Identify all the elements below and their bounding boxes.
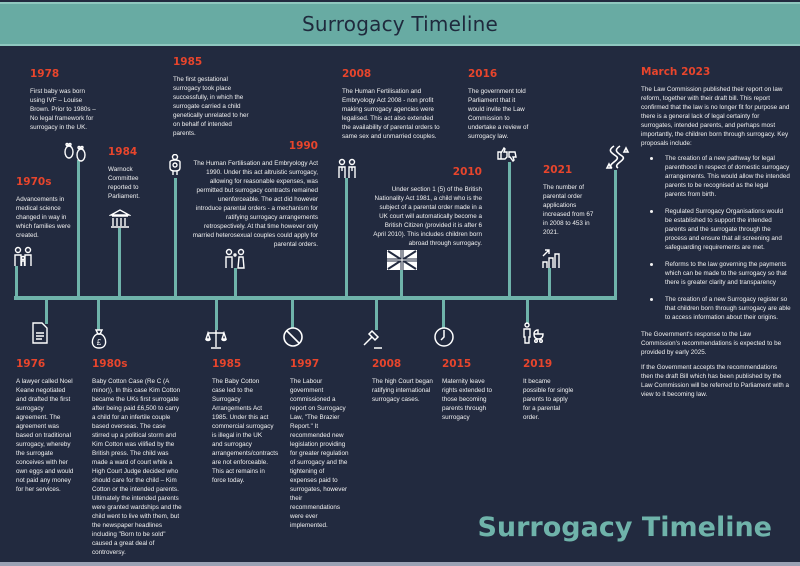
event-1978: 1978 First baby was born using IVF – Lou… — [30, 68, 100, 132]
footprints-icon — [62, 142, 90, 164]
timeline-stem — [215, 298, 218, 330]
event-year: 2010 — [452, 166, 482, 178]
event-description: Advancements in medical science changed … — [16, 196, 71, 239]
svg-text:£: £ — [97, 338, 102, 347]
event-description: The high Court began ratifying internati… — [372, 378, 433, 403]
event-year: 1997 — [290, 358, 320, 370]
event-year: 1990 — [288, 140, 318, 152]
scales-of-justice-icon — [205, 328, 227, 350]
event-2019: 2019 It became possible for single paren… — [523, 358, 575, 422]
event-description: First baby was born using IVF – Louise B… — [30, 88, 96, 131]
same-sex-couple-icon — [336, 158, 358, 180]
event-year: 2019 — [523, 358, 553, 370]
event-1985-below: 1985 The Baby Cotton case led to the Sur… — [212, 358, 279, 485]
timeline-stem — [234, 268, 237, 298]
timeline-main-line — [14, 296, 617, 300]
event-year: 2016 — [468, 68, 498, 80]
timeline-stem — [77, 160, 80, 298]
proposal-item: The creation of a new pathway for legal … — [641, 154, 791, 199]
timeline-stem — [442, 298, 445, 328]
pregnant-woman-icon — [164, 153, 186, 176]
footer-title: Surrogacy Timeline — [477, 512, 772, 543]
event-description: The Human Fertilisation and Embryology A… — [192, 160, 318, 248]
event-year: 1985 — [173, 56, 203, 68]
event-year: 1984 — [108, 146, 138, 158]
header-banner: Surrogacy Timeline — [0, 2, 800, 46]
timeline-stem — [45, 298, 48, 324]
proposal-item: Regulated Surrogacy Organisations would … — [641, 207, 791, 252]
event-2015: 2015 Maternity leave rights extended to … — [442, 358, 498, 422]
money-bag-pound-icon: £ — [88, 328, 110, 350]
event-1984: 1984 Warnock Committee reported to Parli… — [108, 146, 152, 201]
event-year: 1970s — [16, 176, 52, 188]
timeline-stem — [15, 266, 18, 298]
event-description: Baby Cotton Case (Re C (A minor)). In th… — [92, 378, 182, 556]
event-description: Warnock Committee reported to Parliament… — [108, 166, 140, 200]
parent-with-pram-icon — [521, 322, 547, 344]
timeline-stem — [291, 298, 294, 328]
timeline-stem — [614, 170, 617, 298]
bottom-border — [0, 562, 800, 566]
event-year: 1980s — [92, 358, 128, 370]
event-2010: 2010 Under section 1 (5) of the British … — [372, 166, 482, 248]
event-1980s: 1980s Baby Cotton Case (Re C (A minor)).… — [92, 358, 182, 557]
event-description: The Labour government commissioned a rep… — [290, 378, 349, 529]
couple-with-child-icon — [224, 248, 246, 270]
event-description: A lawyer called Noel Keane negotiated an… — [16, 378, 74, 493]
event-description: The Human Fertilisation and Embryology A… — [342, 88, 440, 140]
event-year: 2008 — [342, 68, 372, 80]
event-description: Maternity leave rights extended to those… — [442, 378, 493, 421]
event-description: The government told Parliament that it w… — [468, 88, 529, 140]
key-proposals-list: The creation of a new pathway for legal … — [641, 154, 791, 322]
event-description: The number of parental order application… — [543, 184, 594, 236]
event-description: Under section 1 (5) of the British Natio… — [373, 186, 482, 247]
event-year: March 2023 — [641, 66, 711, 78]
timeline-stem — [548, 268, 551, 298]
timeline-stem — [97, 298, 100, 330]
timeline-stem — [526, 298, 529, 324]
timeline-stem — [508, 162, 511, 298]
timeline-stem — [345, 178, 348, 298]
timeline-stem — [118, 228, 121, 298]
event-1976: 1976 A lawyer called Noel Keane negotiat… — [16, 358, 74, 494]
event-2008-below: 2008 The high Court began ratifying inte… — [372, 358, 434, 404]
winding-road-icon — [604, 144, 630, 170]
event-description: The Baby Cotton case led to the Surrogac… — [212, 378, 279, 484]
page-title: Surrogacy Timeline — [301, 12, 499, 36]
timeline-stem — [400, 270, 403, 298]
event-description: It became possible for single parents to… — [523, 378, 574, 421]
event-1997: 1997 The Labour government commissioned … — [290, 358, 350, 530]
event-year: 1976 — [16, 358, 46, 370]
march-intro: The Law Commission published their repor… — [641, 86, 790, 147]
prohibited-icon — [282, 326, 304, 348]
gavel-icon — [362, 328, 384, 350]
event-year: 1985 — [212, 358, 242, 370]
event-2008-above: 2008 The Human Fertilisation and Embryol… — [342, 68, 442, 141]
government-response: The Government's response to the Law Com… — [641, 331, 782, 356]
parliament-building-icon — [108, 208, 132, 230]
event-1970s: 1970s Advancements in medical science ch… — [16, 176, 78, 240]
uk-flag-icon — [387, 250, 417, 270]
proposal-item: Reforms to the law governing the payment… — [641, 260, 791, 287]
clock-icon — [433, 326, 455, 348]
event-1990: 1990 The Human Fertilisation and Embryol… — [192, 140, 318, 249]
timeline-stem — [174, 178, 177, 298]
timeline-stem — [375, 298, 378, 330]
proposal-item: The creation of a new Surrogacy register… — [641, 295, 791, 322]
government-outcome: If the Government accepts the recommenda… — [641, 364, 790, 398]
event-1985-above: 1985 The first gestational surrogacy too… — [173, 56, 255, 138]
event-description: The first gestational surrogacy took pla… — [173, 76, 249, 137]
family-icon — [12, 246, 34, 268]
event-year: 1978 — [30, 68, 60, 80]
event-year: 2008 — [372, 358, 402, 370]
event-2021: 2021 The number of parental order applic… — [543, 164, 599, 237]
bar-chart-growth-icon — [541, 248, 563, 270]
thumbs-up-down-icon — [496, 146, 518, 164]
event-year: 2021 — [543, 164, 573, 176]
event-year: 2015 — [442, 358, 472, 370]
event-march-2023: March 2023 The Law Commission published … — [641, 66, 791, 405]
document-icon — [32, 322, 48, 344]
event-2016: 2016 The government told Parliament that… — [468, 68, 530, 141]
